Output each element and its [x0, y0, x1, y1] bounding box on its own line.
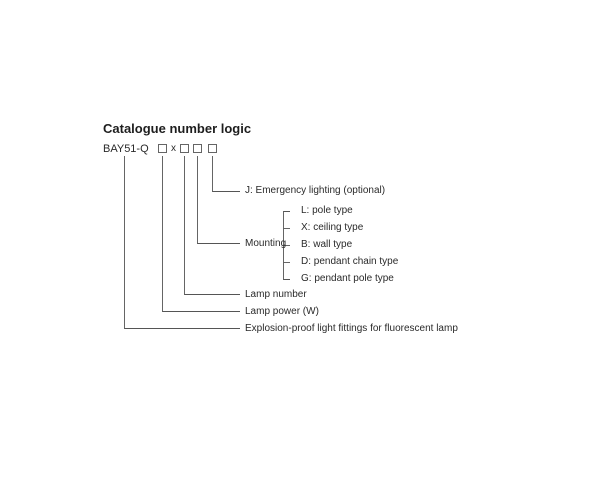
label-lamp-number: Lamp number — [245, 289, 307, 300]
code-prefix: BAY51-Q — [103, 143, 149, 155]
line-lamp-number — [184, 156, 240, 295]
label-mounting: Mounting — [245, 238, 287, 249]
code-box-emergency — [208, 144, 217, 153]
mounting-option: X: ceiling type — [301, 222, 364, 233]
line-fitting — [124, 156, 240, 329]
label-lamp-power: Lamp power (W) — [245, 306, 319, 317]
diagram-title: Catalogue number logic — [103, 121, 252, 136]
code-box-power — [158, 144, 167, 153]
line-lamp-power — [162, 156, 240, 312]
label-emergency: J: Emergency lighting (optional) — [245, 185, 386, 196]
code-box-mounting — [193, 144, 202, 153]
code-box-lamp-number — [180, 144, 189, 153]
line-mounting — [197, 156, 240, 244]
code-separator: x — [171, 143, 176, 154]
mounting-option: B: wall type — [301, 239, 353, 250]
mounting-option: G: pendant pole type — [301, 273, 394, 284]
label-fitting: Explosion-proof light fittings for fluor… — [245, 323, 458, 334]
line-emergency — [212, 156, 240, 192]
mounting-option: D: pendant chain type — [301, 256, 399, 267]
mounting-option: L: pole type — [301, 205, 353, 216]
